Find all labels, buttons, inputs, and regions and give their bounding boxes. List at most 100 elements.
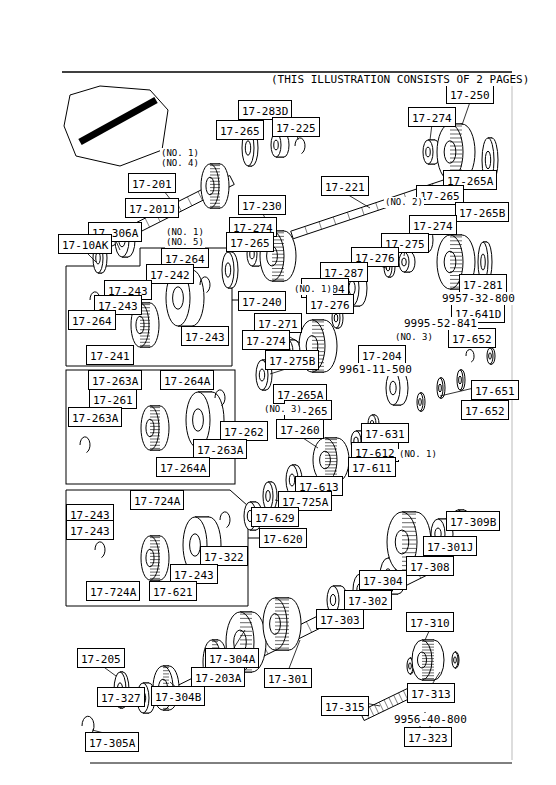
callout-number: 17-264 bbox=[72, 315, 112, 328]
callout-box: 17-322 bbox=[200, 546, 248, 566]
callout-number: 17-620 bbox=[263, 533, 303, 546]
callout-box: 17-274 bbox=[408, 107, 456, 127]
callout-box: 17-265B bbox=[455, 202, 509, 222]
bearing bbox=[330, 594, 335, 605]
callout-box: 17-225 bbox=[272, 117, 320, 137]
callout-box: 17-629 bbox=[251, 507, 299, 527]
synchro-ring bbox=[225, 263, 230, 277]
synchro-hub bbox=[146, 419, 154, 437]
callout-number: 17-243 bbox=[185, 331, 225, 344]
callout-box: 17-275B bbox=[265, 350, 319, 370]
callout-number: 17-275B bbox=[269, 355, 315, 368]
snap-ring bbox=[466, 349, 474, 362]
gear bbox=[275, 600, 289, 648]
group-outline bbox=[66, 370, 235, 484]
callout-box: 17-315 bbox=[321, 696, 369, 716]
washer bbox=[409, 663, 412, 669]
gear bbox=[270, 614, 281, 635]
synchro-ring bbox=[222, 252, 234, 288]
callout-number: 17-308 bbox=[410, 561, 450, 574]
washer bbox=[459, 376, 462, 384]
callout-box: 17-274 bbox=[409, 215, 457, 235]
variant-note: (NO. 5) bbox=[165, 237, 205, 248]
callout-box: 17-313 bbox=[407, 683, 455, 703]
callout-number: 17-276 bbox=[310, 299, 350, 312]
callout-number: 17-241 bbox=[90, 350, 130, 363]
callout-number: 17-243 bbox=[70, 525, 110, 538]
callout-box: 17-205 bbox=[77, 648, 125, 668]
needle-bearing bbox=[274, 140, 279, 150]
callout-box: 17-301J bbox=[423, 536, 477, 556]
gear bbox=[444, 141, 456, 163]
callout-box: 17-308 bbox=[406, 556, 454, 576]
variant-note: (NO. 3) bbox=[394, 332, 434, 343]
callout-box: 17-309B bbox=[446, 511, 500, 531]
frame-line bbox=[512, 80, 513, 760]
bearing bbox=[390, 381, 396, 395]
frame-line bbox=[90, 763, 512, 764]
callout-number: 17-621 bbox=[153, 586, 193, 599]
callout-box: 17-264A bbox=[160, 370, 214, 390]
callout-box: 17-323 bbox=[404, 727, 452, 747]
callout-number: 17-313 bbox=[411, 688, 451, 701]
synchro-hub bbox=[141, 406, 159, 450]
synchro-hub bbox=[150, 538, 160, 579]
callout-number: 17-204 bbox=[362, 350, 402, 363]
ring bbox=[489, 353, 492, 359]
callout-number: 17-652 bbox=[465, 405, 505, 418]
callout-number: 17-304B bbox=[155, 691, 201, 704]
callout-box: 17-301 bbox=[264, 668, 312, 688]
synchro-ring bbox=[289, 474, 294, 486]
callout-number: 17-281 bbox=[463, 279, 503, 292]
callout-number: 17-261 bbox=[93, 394, 133, 407]
group-outline bbox=[66, 248, 232, 366]
bearing bbox=[245, 141, 250, 155]
callout-number: 17-274 bbox=[246, 335, 286, 348]
callout-box: 17-240 bbox=[238, 291, 286, 311]
snap-ring bbox=[220, 512, 230, 528]
callout-box: 17-243 bbox=[66, 520, 114, 540]
snap-ring bbox=[95, 542, 105, 558]
callout-box: 17-241 bbox=[86, 345, 134, 365]
callout-number: 17-240 bbox=[242, 296, 282, 309]
washer bbox=[454, 657, 457, 663]
callout-box: 17-201 bbox=[128, 173, 176, 193]
callout-number: 17-265 bbox=[420, 190, 460, 203]
snap-ring bbox=[419, 398, 422, 405]
callout-box: 17-631 bbox=[361, 423, 409, 443]
callout-box: 17-724A bbox=[86, 581, 140, 601]
callout-box: 17-265 bbox=[226, 232, 274, 252]
callout-box: 17-263A bbox=[68, 407, 122, 427]
snap-ring bbox=[200, 277, 210, 293]
callout-number: 17-651 bbox=[475, 385, 515, 398]
synchro-hub bbox=[136, 316, 144, 334]
synchro-hub bbox=[146, 549, 154, 567]
synchro-hub bbox=[150, 408, 160, 449]
callout-box: 17-274 bbox=[242, 330, 290, 350]
callout-number: 17-303 bbox=[320, 614, 360, 627]
callout-number: 17-323 bbox=[408, 732, 448, 745]
callout-number: 17-10AK bbox=[62, 239, 108, 252]
callout-number: 17-327 bbox=[101, 692, 141, 705]
callout-box: 17-201J bbox=[125, 198, 179, 218]
callout-number: 17-310 bbox=[410, 617, 450, 630]
callout-number: 17-262 bbox=[224, 426, 264, 439]
callout-number: 17-225 bbox=[276, 122, 316, 135]
callout-box: 17-327 bbox=[97, 687, 145, 707]
callout-number: 17-230 bbox=[242, 200, 282, 213]
gear bbox=[210, 166, 220, 207]
callout-box: 17-303 bbox=[316, 609, 364, 629]
callout-number: 17-304 bbox=[363, 575, 403, 588]
callout-number: 17-264A bbox=[160, 462, 206, 475]
callout-box: 17-724A bbox=[130, 490, 184, 510]
callout-box: 17-302 bbox=[344, 590, 392, 610]
callout-number: 17-263A bbox=[92, 375, 138, 388]
callout-number: 17-322 bbox=[204, 551, 244, 564]
ring bbox=[266, 490, 271, 501]
synchro-sleeve bbox=[193, 409, 204, 431]
snap-ring bbox=[80, 437, 90, 453]
snap-ring bbox=[215, 390, 225, 406]
callout-box: 17-221 bbox=[321, 176, 369, 196]
shaft-sketch bbox=[80, 100, 156, 142]
